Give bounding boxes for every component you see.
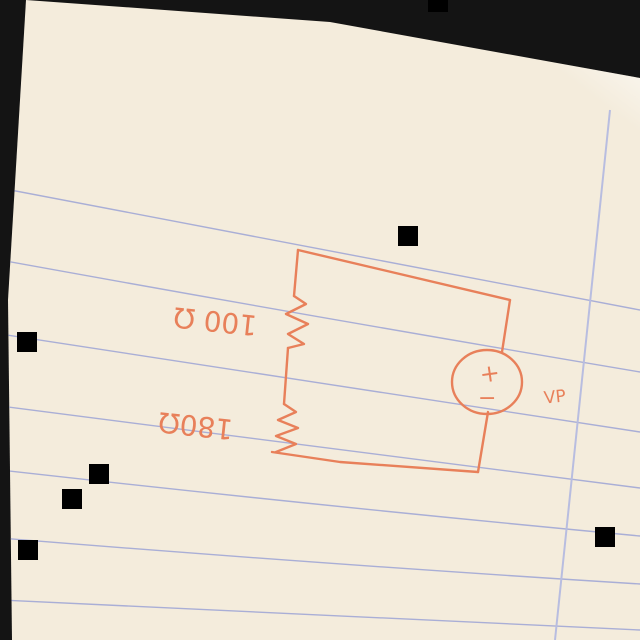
occluder-square bbox=[398, 226, 418, 246]
wire-right-upper bbox=[500, 298, 512, 354]
source-plus-sign: + bbox=[478, 358, 502, 389]
margin-line bbox=[554, 109, 611, 640]
notebook-paper bbox=[8, 0, 640, 640]
ruled-line bbox=[8, 259, 640, 373]
occluder-square bbox=[18, 540, 38, 560]
voltage-source-symbol bbox=[450, 348, 524, 416]
wire-top bbox=[296, 248, 512, 302]
ruled-line bbox=[8, 537, 640, 585]
ruled-line bbox=[8, 187, 640, 311]
wire-bottom bbox=[270, 450, 480, 474]
annotations: + − VP 100 Ω 180Ω bbox=[157, 300, 567, 446]
ruled-lines bbox=[8, 187, 640, 631]
ruled-line bbox=[8, 405, 640, 489]
circuit-diagram bbox=[270, 248, 524, 474]
occluders bbox=[17, 0, 615, 560]
wire-left-middle bbox=[282, 346, 290, 406]
occluder-square bbox=[428, 0, 448, 12]
wire-left-top bbox=[292, 248, 300, 298]
source-label: VP bbox=[543, 386, 567, 408]
resistor-r2-label: 180Ω bbox=[157, 405, 235, 446]
occluder-square bbox=[89, 464, 109, 484]
resistor-r1 bbox=[284, 294, 310, 350]
resistor-r2 bbox=[274, 402, 300, 454]
occluder-square bbox=[62, 489, 82, 509]
ruled-line bbox=[8, 333, 640, 433]
wire-right-lower bbox=[476, 410, 490, 474]
ruled-line bbox=[8, 599, 640, 631]
occluder-square bbox=[595, 527, 615, 547]
source-minus-sign: − bbox=[478, 386, 496, 411]
occluder-square bbox=[17, 332, 37, 352]
